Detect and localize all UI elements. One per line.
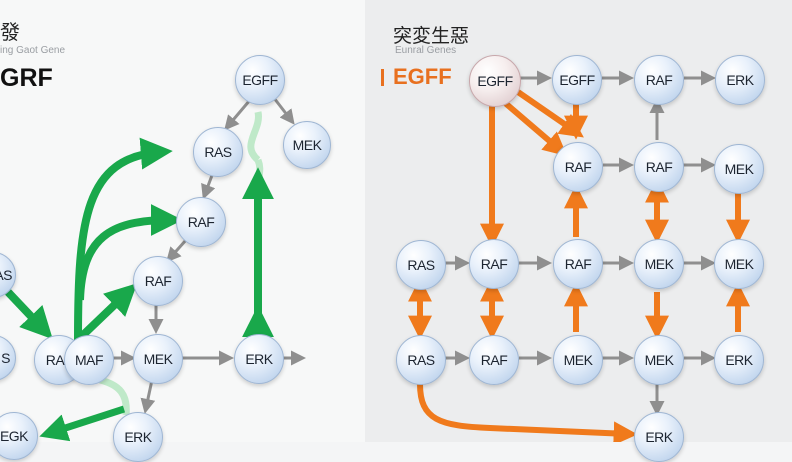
- right-title-bar: [381, 69, 384, 86]
- edge-o-ras-erk: [417, 383, 638, 442]
- node-r3-ras: RAS: [396, 240, 446, 290]
- node-r1-egff-highlight: EGFF: [469, 55, 521, 107]
- right-title: EGFF: [393, 64, 452, 89]
- edge-egff-mek: [272, 97, 295, 125]
- node-ras-edge: RAS: [0, 252, 16, 298]
- edge-green-raf2: [79, 283, 138, 339]
- edge-green-erk-egk: [39, 405, 126, 442]
- node-ras-top: RAS: [193, 127, 243, 177]
- node-erk-bottom: ERK: [113, 412, 163, 462]
- node-r4-mek-b: MEK: [634, 335, 684, 385]
- node-r1-egff: EGFF: [552, 55, 602, 105]
- node-maf: MAF: [64, 335, 114, 385]
- edge-green-raf: [76, 204, 183, 301]
- node-r3-raf-b: RAF: [553, 239, 603, 289]
- right-edges: [408, 70, 750, 442]
- node-r5-erk: ERK: [634, 412, 684, 462]
- node-r4-ras: RAS: [396, 335, 446, 385]
- edge-mek-erk-bottom: [140, 379, 156, 414]
- node-r4-mek-a: MEK: [553, 335, 603, 385]
- left-subtitle: ing Gaot Gene: [0, 45, 66, 56]
- node-r1-raf: RAF: [634, 55, 684, 105]
- node-r2-raf-a: RAF: [553, 142, 603, 192]
- node-raf-2: RAF: [133, 256, 183, 306]
- node-raf-1: RAF: [176, 197, 226, 247]
- edge-egff-ras: [224, 99, 252, 131]
- node-r3-mek-b: MEK: [714, 239, 764, 289]
- node-r2-raf-b: RAF: [634, 142, 684, 192]
- left-heading: 發: [0, 22, 20, 44]
- node-mek-mid: MEK: [133, 334, 183, 384]
- edge-light-erk: [99, 376, 130, 416]
- right-subtitle: Eunral Genes: [395, 45, 457, 56]
- node-r3-raf-a: RAF: [469, 239, 519, 289]
- node-egff: EGFF: [235, 55, 285, 105]
- node-r1-erk: ERK: [715, 55, 765, 105]
- node-r2-mek: MEK: [714, 144, 764, 194]
- edge-o-egff-raf2: [502, 99, 568, 157]
- left-title: GRF: [0, 64, 53, 92]
- node-mek-top: MEK: [283, 121, 331, 169]
- node-r4-raf: RAF: [469, 335, 519, 385]
- edge-light-egff: [247, 111, 262, 163]
- node-r3-mek-a: MEK: [634, 239, 684, 289]
- edge-raf-raf: [166, 239, 188, 263]
- edge-green-ras-raf: [5, 289, 53, 340]
- node-r4-erk: ERK: [714, 335, 764, 385]
- node-erk-mid: ERK: [234, 334, 284, 384]
- right-heading: 突変生惡: [393, 26, 470, 47]
